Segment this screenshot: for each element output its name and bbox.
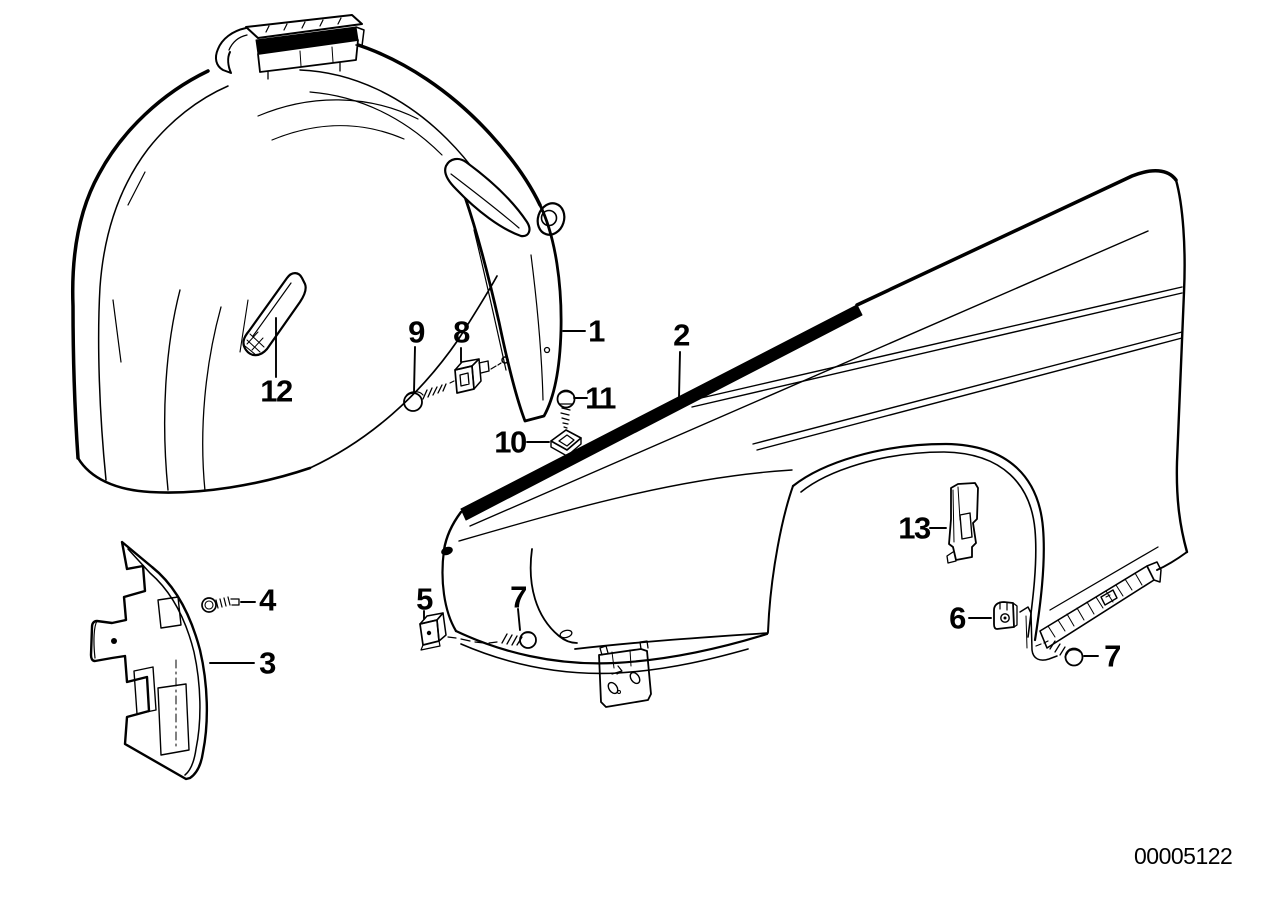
callout-1[interactable]: 1 [588, 313, 605, 349]
callout-4[interactable]: 4 [259, 582, 276, 618]
speed-nut-part-10 [550, 429, 582, 457]
bracket-part-13 [946, 482, 979, 564]
lower-bracket [598, 640, 652, 708]
callout-7-right[interactable]: 7 [1104, 638, 1121, 674]
callout-13[interactable]: 13 [898, 510, 931, 546]
callout-9[interactable]: 9 [408, 314, 425, 350]
screw-part-9 [403, 380, 455, 412]
callout-2[interactable]: 2 [673, 317, 690, 353]
foam-wedge-part-12 [242, 272, 307, 357]
wheel-arch-liner-part [70, 41, 566, 494]
trim-strip-part-2 [460, 304, 863, 521]
sill-strip [1019, 546, 1162, 661]
clip-part-6 [993, 601, 1018, 630]
callout-10[interactable]: 10 [494, 424, 527, 460]
screw-part-4 [201, 596, 240, 613]
callout-11[interactable]: 11 [585, 380, 616, 416]
screw-part-7-left [501, 631, 537, 649]
callout-leader-lines [209, 317, 1099, 664]
screw-part-7-right [1035, 640, 1084, 667]
callout-12[interactable]: 12 [260, 373, 293, 409]
drawing-number: 00005122 [1134, 843, 1233, 869]
screw-part-11 [556, 389, 576, 429]
expansion-clip-part-8 [454, 358, 502, 394]
callout-8[interactable]: 8 [453, 314, 470, 350]
callout-6[interactable]: 6 [949, 600, 966, 636]
cover-panel-part-3 [89, 540, 209, 781]
liner-mounting-rail [214, 14, 365, 80]
callout-3[interactable]: 3 [259, 645, 276, 681]
front-fender-part [441, 169, 1189, 708]
callout-7-left[interactable]: 7 [510, 579, 527, 615]
callout-5[interactable]: 5 [416, 581, 433, 617]
